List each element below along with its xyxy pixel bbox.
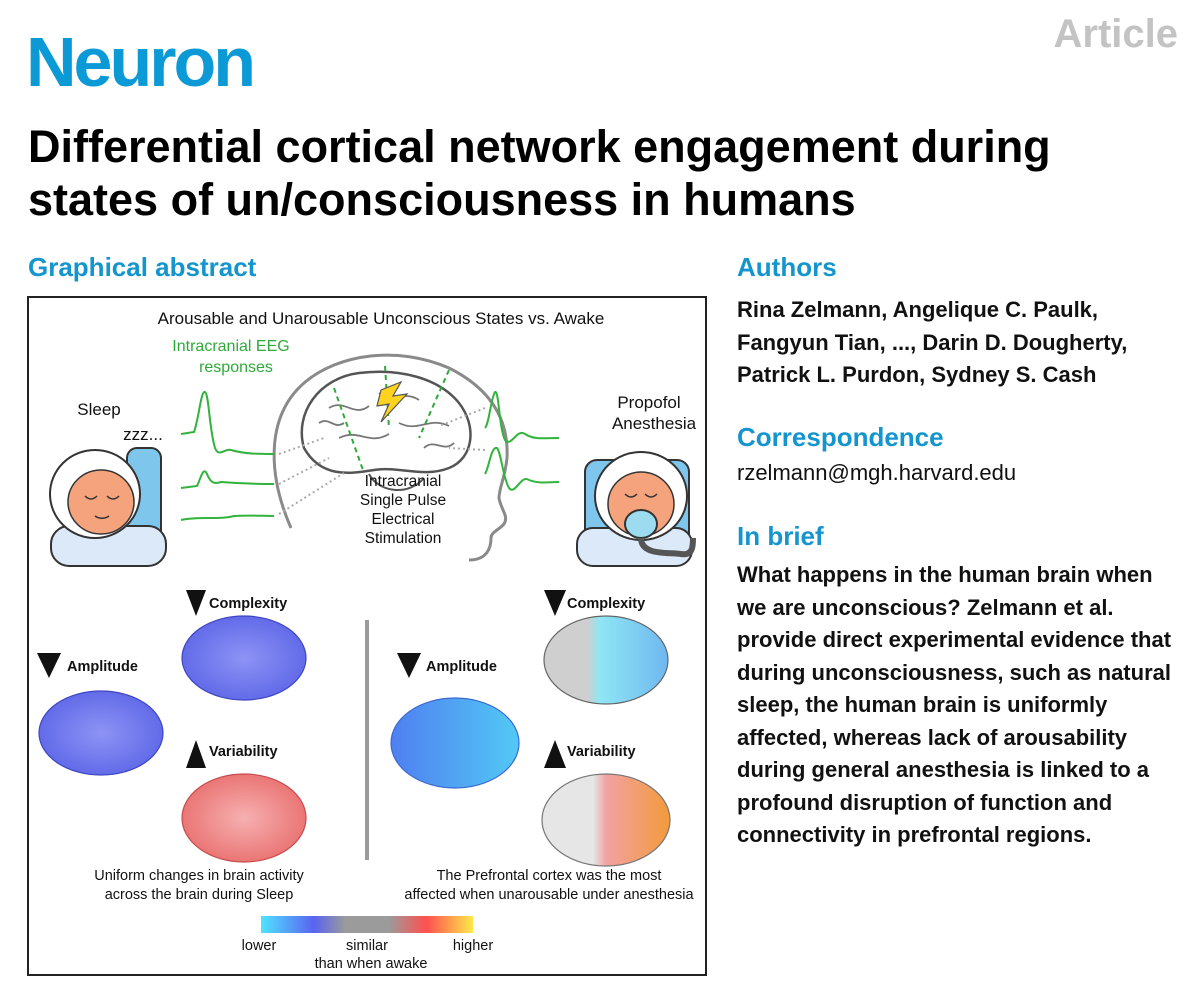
in-brief-line: What happens in the human brain when (737, 562, 1153, 587)
amplitude-down-arrow-icon (37, 653, 61, 678)
propofol-label-line2: Anesthesia (612, 414, 697, 433)
sleeping-person-icon (49, 447, 167, 567)
eeg-label-line1: Intracranial EEG (172, 338, 289, 355)
author-line-3: Patrick L. Purdon, Sydney S. Cash (737, 362, 1097, 387)
complexity-down-arrow-icon (186, 590, 206, 616)
in-brief-line: during unconsciousness, such as natural (737, 659, 1171, 685)
scale-similar-label: similar (346, 938, 388, 954)
right-complexity-brain (543, 615, 669, 705)
right-caption-line1: The Prefrontal cortex was the most (437, 868, 662, 884)
sleep-label: Sleep (77, 400, 120, 419)
in-brief-line: sleep, the human brain is uniformly (737, 692, 1108, 717)
left-complexity-label: Complexity (209, 596, 287, 612)
journal-logo: Neuron (26, 23, 256, 101)
left-panel-sleep: Complexity Amplitude Variability Uniform… (37, 590, 307, 903)
scale-than-label: than when awake (315, 956, 428, 972)
anesthesia-person-icon (576, 451, 696, 567)
stim-label-line1: Intracranial (365, 473, 442, 490)
stim-label-line2: Single Pulse (360, 492, 446, 509)
zzz-label: zzz... (123, 425, 163, 444)
author-list: Rina Zelmann, Angelique C. Paulk, Fangyu… (737, 294, 1127, 392)
in-brief-heading: In brief (737, 521, 824, 551)
in-brief-line: affected, whereas lack of arousability (737, 724, 1128, 750)
amplitude-down-arrow-right-icon (397, 653, 421, 678)
in-brief-line: provide direct experimental evidence tha… (737, 627, 1172, 652)
in-brief-line: profound disruption of function and (737, 789, 1113, 815)
eeg-label-line2: responses (199, 359, 273, 376)
scale-higher-label: higher (453, 938, 493, 954)
left-complexity-brain (181, 615, 307, 701)
authors-heading: Authors (737, 252, 837, 282)
variability-up-arrow-right-icon (544, 740, 566, 768)
eeg-traces-right (484, 390, 560, 491)
ga-top-title: Arousable and Unarousable Unconscious St… (158, 309, 605, 328)
lightning-bolt-icon (376, 380, 409, 423)
propofol-label-line1: Propofol (617, 393, 680, 412)
author-line-1: Rina Zelmann, Angelique C. Paulk, (737, 297, 1099, 322)
right-amplitude-label: Amplitude (426, 659, 497, 675)
right-complexity-label: Complexity (567, 596, 645, 612)
color-scale-bar (261, 916, 473, 933)
in-brief-line: we are unconscious? Zelmann et al. (737, 594, 1114, 620)
right-variability-label: Variability (567, 744, 636, 760)
left-amplitude-label: Amplitude (67, 659, 138, 675)
article-type-label: Article (1053, 12, 1179, 56)
left-amplitude-brain (38, 690, 164, 776)
right-variability-brain (541, 773, 671, 867)
in-brief-text: What happens in the human brain when we … (737, 559, 1187, 852)
graphical-abstract-heading: Graphical abstract (28, 252, 257, 282)
right-caption-line2: affected when unarousable under anesthes… (404, 887, 694, 903)
correspondence-heading: Correspondence (737, 422, 944, 452)
complexity-down-arrow-right-icon (544, 590, 566, 616)
scale-lower-label: lower (242, 938, 277, 954)
left-caption-line1: Uniform changes in brain activity (94, 868, 304, 884)
color-scale-legend: lower similar higher than when awake (242, 916, 493, 972)
article-title: Differential cortical network engagement… (28, 121, 1051, 225)
correspondence-email[interactable]: rzelmann@mgh.harvard.edu (737, 460, 1017, 485)
right-amplitude-brain (390, 697, 520, 789)
graphical-abstract-figure: Arousable and Unarousable Unconscious St… (27, 296, 707, 976)
graphical-abstract-svg: Arousable and Unarousable Unconscious St… (37, 309, 697, 972)
left-variability-brain (181, 773, 307, 863)
variability-up-arrow-icon (186, 740, 206, 768)
left-variability-label: Variability (209, 744, 278, 760)
stim-label-line4: Stimulation (365, 530, 442, 547)
in-brief-line: connectivity in prefrontal regions. (737, 822, 1092, 847)
stim-label-line3: Electrical (372, 511, 435, 528)
in-brief-line: during general anesthesia is linked to a (737, 757, 1150, 782)
author-line-2: Fangyun Tian, ..., Darin D. Dougherty, (737, 329, 1128, 355)
left-caption-line2: across the brain during Sleep (105, 887, 294, 903)
head-brain-illustration (272, 353, 509, 562)
eeg-traces-left (180, 390, 275, 521)
right-panel-anesthesia: Complexity Amplitude Variability The Pre… (390, 590, 695, 903)
